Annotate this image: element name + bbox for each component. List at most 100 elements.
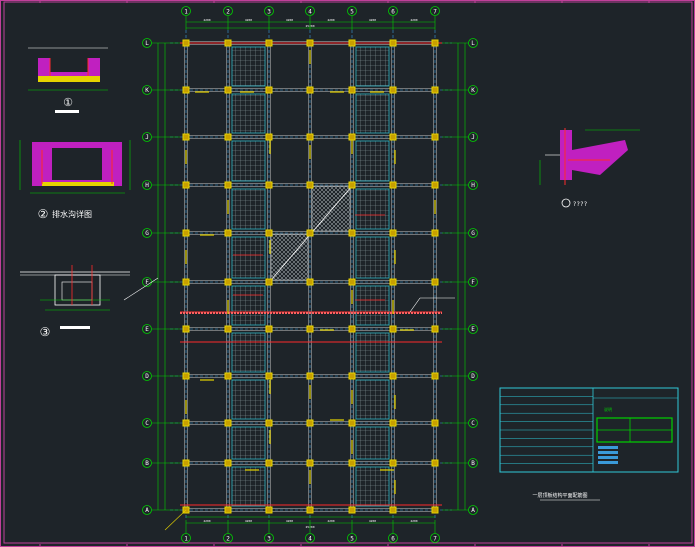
column [224,181,232,189]
slab-panel [355,332,390,373]
axis-bubble-right [468,180,478,190]
column [348,86,356,94]
axis-label-bottom: 1 [184,536,188,543]
dimension-text: 4200 [286,18,293,22]
axis-bubble-bottom [181,533,191,543]
axis-label-right: C [471,420,475,427]
dimension-text: 4200 [203,519,210,523]
axis-label-left: B [145,460,149,467]
column [224,459,232,467]
axis-bubble-left [142,418,152,428]
axis-label-top: 1 [184,9,188,16]
axis-label-left: J [145,134,149,141]
title-block-label: 说明 [604,406,612,412]
axis-bubble-left [142,371,152,381]
column [265,86,273,94]
axis-label-top: 5 [350,9,354,16]
axis-bubble-right [468,277,478,287]
detail-base [38,76,100,82]
axis-bubble-bottom [223,533,233,543]
axis-label-top: 4 [308,9,312,16]
axis-label-bottom: 3 [267,536,271,543]
column [306,419,314,427]
column [224,86,232,94]
axis-label-right: L [471,40,475,47]
detail-caption-bar [60,326,90,329]
title-block-note [598,446,618,449]
detail-4-caption: ???? [573,201,588,208]
column [389,229,397,237]
slab-panel [231,236,266,279]
detail-bubble [561,198,571,208]
axis-bubble-bottom [264,533,274,543]
axis-label-top: 6 [391,9,395,16]
column [265,133,273,141]
slab-panel [355,46,390,87]
axis-label-bottom: 7 [433,536,437,543]
axis-label-bottom: 6 [391,536,395,543]
column [348,419,356,427]
slab-panel [355,285,390,326]
column [182,181,190,189]
axis-label-top: 2 [226,9,230,16]
axis-bubble-left [142,228,152,238]
axis-bubble-left [142,85,152,95]
detail-wall [54,274,101,306]
detail-4 [539,128,640,208]
column [224,229,232,237]
detail-trench [61,281,93,301]
column [306,459,314,467]
leader-line [409,297,421,313]
axis-label-left: E [145,326,149,333]
column [265,39,273,47]
slab-panel [231,426,266,460]
column [348,372,356,380]
column [389,39,397,47]
column [182,278,190,286]
slab-panel [231,466,266,507]
detail-3-label: ③ [40,325,51,339]
axis-label-right: A [471,507,475,514]
axis-bubble-left [142,180,152,190]
axis-bubble-right [468,371,478,381]
detail-slab [572,140,628,175]
column [224,133,232,141]
column [224,506,232,514]
column [265,278,273,286]
axis-bubble-right [468,132,478,142]
slab-panel [231,332,266,373]
column [431,86,439,94]
column [306,86,314,94]
column [389,181,397,189]
column [431,181,439,189]
column [306,181,314,189]
detail-column [560,130,572,180]
axis-label-left: F [145,279,149,286]
column [431,229,439,237]
column [182,229,190,237]
column [348,133,356,141]
axis-bubble-bottom [305,533,315,543]
dimension-text: 4200 [410,519,417,523]
column [348,229,356,237]
axis-bubble-left [142,132,152,142]
column [431,372,439,380]
slab-panel [231,93,266,134]
detail-2-caption: 排水沟详图 [52,209,92,219]
axis-bubble-top [305,6,315,16]
column [431,506,439,514]
axis-label-left: K [145,87,149,94]
column [306,39,314,47]
column [431,325,439,333]
column [224,39,232,47]
axis-label-right: F [471,279,475,286]
column [389,325,397,333]
detail-trench [52,148,102,180]
axis-bubble-right [468,418,478,428]
slab-panel [231,46,266,87]
column [348,506,356,514]
column [224,325,232,333]
axis-bubble-left [142,505,152,515]
column [348,39,356,47]
column [431,419,439,427]
